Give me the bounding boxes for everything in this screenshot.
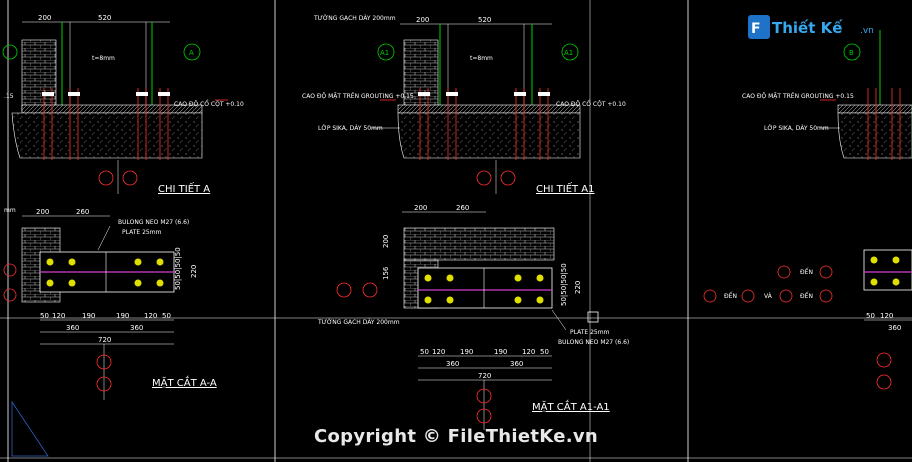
- svg-text:50: 50: [162, 312, 171, 320]
- svg-text:LỚP SIKA, DÀY 50mm: LỚP SIKA, DÀY 50mm: [764, 125, 829, 132]
- svg-text:50: 50: [540, 348, 549, 356]
- label-plate-25-a1: PLATE 25mm: [570, 329, 610, 336]
- svg-text:190: 190: [116, 312, 129, 320]
- svg-text:120: 120: [880, 312, 893, 320]
- svg-text:ĐẾN: ĐẾN: [800, 268, 813, 276]
- svg-text:CAO ĐỘ CỔ CỘT +0.10: CAO ĐỘ CỔ CỘT +0.10: [556, 100, 626, 108]
- svg-text:260: 260: [456, 204, 469, 212]
- dim-520: 520: [98, 14, 111, 22]
- svg-text:360: 360: [130, 324, 143, 332]
- dim-200: 200: [38, 14, 51, 22]
- svg-text:A: A: [189, 49, 194, 57]
- svg-text:360: 360: [446, 360, 459, 368]
- svg-text:200: 200: [382, 235, 390, 248]
- svg-text:120: 120: [432, 348, 445, 356]
- svg-text:200: 200: [416, 16, 429, 24]
- svg-text:50: 50: [866, 312, 875, 320]
- title-section-aa: MẶT CẮT A-A: [152, 375, 217, 389]
- svg-text:190: 190: [494, 348, 507, 356]
- svg-text:190: 190: [82, 312, 95, 320]
- filethietke-logo: F Thiết Kế .vn: [748, 15, 874, 39]
- detail-b-partial: B CAO ĐỘ MẶT TRÊN GROUTING +0.15 LỚP SIK…: [703, 30, 912, 390]
- copyright-watermark: Copyright © FileThietKe.vn: [313, 426, 599, 447]
- svg-text:ĐẾN: ĐẾN: [724, 292, 737, 300]
- title-block-fragment: [11, 400, 49, 457]
- svg-text:200: 200: [36, 208, 49, 216]
- svg-text:720: 720: [98, 336, 111, 344]
- label-grouting-frag: .15: [4, 93, 14, 100]
- svg-text:200: 200: [414, 204, 427, 212]
- grid-bubble-b: B: [849, 49, 854, 57]
- label-wall-200-top: TƯỜNG GẠCH DÀY 200mm: [313, 15, 396, 22]
- detail-a: 200 520 t=8mm A .15 CAO ĐỘ CỔ CỘT +0.10: [2, 14, 244, 195]
- svg-text:ĐẾN: ĐẾN: [800, 292, 813, 300]
- title-detail-a1: CHI TIẾT A1: [536, 181, 595, 195]
- svg-text:.vn: .vn: [860, 26, 874, 36]
- svg-text:50: 50: [40, 312, 49, 320]
- brick-wall: [21, 39, 57, 113]
- svg-text:190: 190: [460, 348, 473, 356]
- label-anchor-bolt-a: BULONG NEO M27 (6.6): [118, 219, 189, 226]
- svg-text:360: 360: [510, 360, 523, 368]
- svg-text:156: 156: [382, 266, 390, 280]
- svg-text:720: 720: [478, 372, 491, 380]
- title-detail-a: CHI TIẾT A: [158, 181, 210, 195]
- svg-text:t=8mm: t=8mm: [470, 55, 493, 62]
- svg-text:120: 120: [144, 312, 157, 320]
- title-section-a1a1: MẶT CẮT A1-A1: [532, 399, 610, 413]
- label-anchor-bolt-a1: BULONG NEO M27 (6.6): [558, 339, 629, 346]
- svg-text:220: 220: [190, 265, 198, 278]
- svg-text:50|50|50|50: 50|50|50|50: [560, 263, 568, 306]
- svg-text:120: 120: [522, 348, 535, 356]
- svg-text:220: 220: [574, 281, 582, 294]
- svg-text:50|50|50|50: 50|50|50|50: [174, 247, 182, 290]
- svg-text:mm: mm: [4, 207, 16, 214]
- label-column-base: CAO ĐỘ CỔ CỘT +0.10: [174, 100, 244, 108]
- concrete-footing: [11, 112, 203, 159]
- svg-text:520: 520: [478, 16, 491, 24]
- label-sika-a1: LỚP SIKA, DÀY 50mm: [318, 125, 383, 132]
- svg-text:360: 360: [66, 324, 79, 332]
- label-plate-thickness: t=8mm: [92, 55, 115, 62]
- svg-text:50: 50: [420, 348, 429, 356]
- label-wall-200-section: TƯỜNG GẠCH DÀY 200mm: [317, 319, 400, 326]
- label-grouting-top: CAO ĐỘ MẶT TRÊN GROUTING +0.15: [302, 92, 414, 100]
- grid-bubble-a1-left: A1: [380, 49, 389, 57]
- label-plate-25-a: PLATE 25mm: [122, 229, 162, 236]
- svg-text:260: 260: [76, 208, 89, 216]
- grid-bubble-a: [183, 43, 201, 61]
- section-a1a1: 200 260 200 156 50|50|50|50 220 TƯỜNG GẠ…: [317, 204, 629, 430]
- svg-text:360: 360: [888, 324, 901, 332]
- logo-text: Thiết Kế: [772, 18, 843, 37]
- detail-a1: TƯỜNG GẠCH DÀY 200mm 200 520 t=8mm A1 A1…: [302, 15, 626, 195]
- svg-text:120: 120: [52, 312, 65, 320]
- grid-bubble-a1-right: A1: [564, 49, 573, 57]
- svg-text:VÀ: VÀ: [764, 293, 773, 300]
- svg-text:F: F: [751, 21, 761, 37]
- section-aa: mm 200 260 BULONG NEO M27 (6.6) PLATE 25…: [3, 207, 217, 400]
- svg-text:CAO ĐỘ MẶT TRÊN GROUTING +0.15: CAO ĐỘ MẶT TRÊN GROUTING +0.15: [742, 92, 854, 100]
